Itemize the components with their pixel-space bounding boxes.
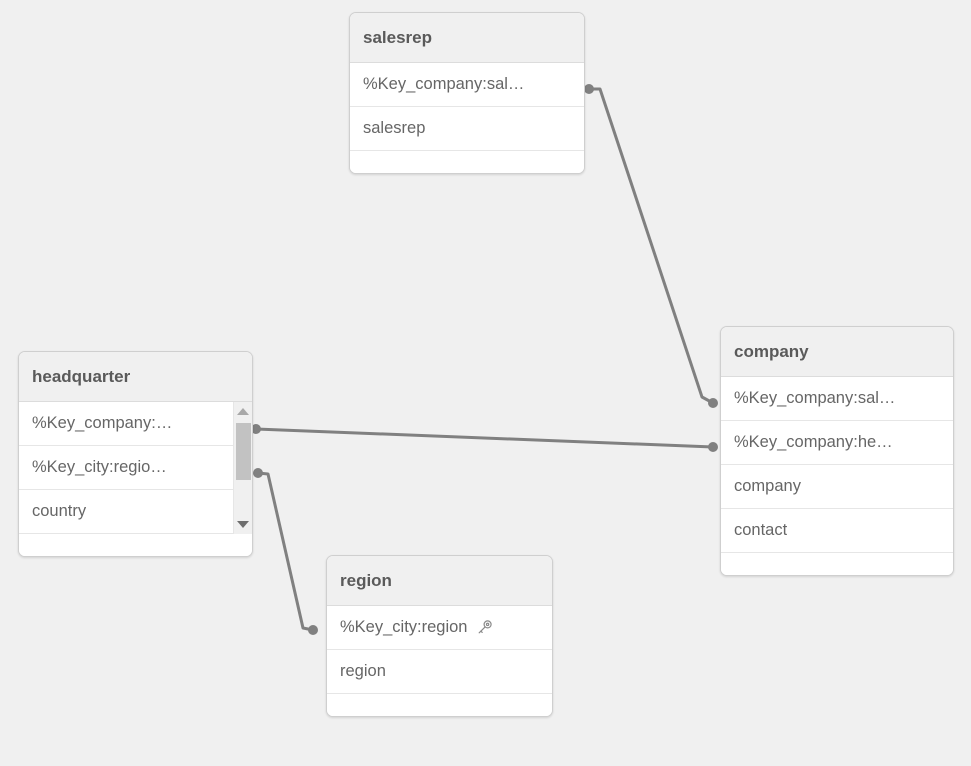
field-row[interactable]: %Key_city:region: [327, 606, 552, 650]
field-name: contact: [734, 521, 788, 539]
field-name: country: [32, 502, 87, 520]
link-endpoint-salesrep-company-source[interactable]: [584, 84, 594, 94]
field-row[interactable]: %Key_company:he…: [721, 421, 953, 465]
field-list: %Key_company:sal… %Key_company:he…company…: [721, 377, 953, 553]
table-fields-headquarter: %Key_company:… %Key_city:regio…country: [19, 402, 252, 534]
table-footer-headquarter: [19, 534, 252, 556]
field-row[interactable]: contact: [721, 509, 953, 553]
field-name: %Key_city:regio…: [32, 458, 167, 476]
link-endpoint-headquarter-region-target[interactable]: [308, 625, 318, 635]
table-header-headquarter[interactable]: headquarter: [19, 352, 252, 402]
table-title: company: [734, 341, 809, 361]
table-box-headquarter[interactable]: headquarter %Key_company:… %Key_city:regio…: [18, 351, 253, 557]
field-name: %Key_city:region: [340, 618, 468, 636]
table-title: region: [340, 570, 392, 590]
field-row[interactable]: %Key_company:sal…: [721, 377, 953, 421]
link-endpoint-headquarter-company-source[interactable]: [251, 424, 261, 434]
link-endpoint-salesrep-company-target[interactable]: [708, 398, 718, 408]
key-icon: [476, 619, 493, 636]
field-name: company: [734, 477, 801, 495]
table-footer-company: [721, 553, 953, 575]
table-header-company[interactable]: company: [721, 327, 953, 377]
link-headquarter-company[interactable]: [254, 427, 715, 449]
table-title: salesrep: [363, 27, 432, 47]
link-endpoint-headquarter-company-target[interactable]: [708, 442, 718, 452]
table-footer-salesrep: [350, 151, 584, 173]
link-endpoint-headquarter-region-source[interactable]: [253, 468, 263, 478]
chevron-down-icon[interactable]: [234, 516, 252, 533]
field-name: %Key_company:sal…: [363, 75, 525, 93]
scrollbar-thumb[interactable]: [236, 423, 251, 480]
field-list: %Key_company:sal… salesrep: [350, 63, 584, 151]
field-row[interactable]: country: [19, 490, 233, 534]
field-name: %Key_company:he…: [734, 433, 893, 451]
table-header-salesrep[interactable]: salesrep: [350, 13, 584, 63]
field-row[interactable]: %Key_company:sal…: [350, 63, 584, 107]
field-row[interactable]: %Key_company:…: [19, 402, 233, 446]
table-title: headquarter: [32, 366, 131, 386]
field-list: %Key_company:… %Key_city:regio…country: [19, 402, 233, 534]
table-box-salesrep[interactable]: salesrep %Key_company:sal… salesrep: [349, 12, 585, 174]
table-fields-company: %Key_company:sal… %Key_company:he…company…: [721, 377, 953, 553]
field-row[interactable]: %Key_city:regio…: [19, 446, 233, 490]
field-row[interactable]: salesrep: [350, 107, 584, 151]
field-name: %Key_company:sal…: [734, 389, 896, 407]
table-box-company[interactable]: company %Key_company:sal… %Key_company:he……: [720, 326, 954, 576]
chevron-up-icon[interactable]: [234, 403, 252, 420]
link-salesrep-company[interactable]: [587, 87, 715, 405]
vertical-scrollbar[interactable]: [233, 402, 252, 534]
link-headquarter-region[interactable]: [256, 471, 315, 632]
table-fields-salesrep: %Key_company:sal… salesrep: [350, 63, 584, 151]
field-name: region: [340, 662, 386, 680]
field-name: salesrep: [363, 119, 426, 137]
field-name: %Key_company:…: [32, 414, 173, 432]
table-footer-region: [327, 694, 552, 716]
table-header-region[interactable]: region: [327, 556, 552, 606]
field-row[interactable]: region: [327, 650, 552, 694]
field-row[interactable]: company: [721, 465, 953, 509]
